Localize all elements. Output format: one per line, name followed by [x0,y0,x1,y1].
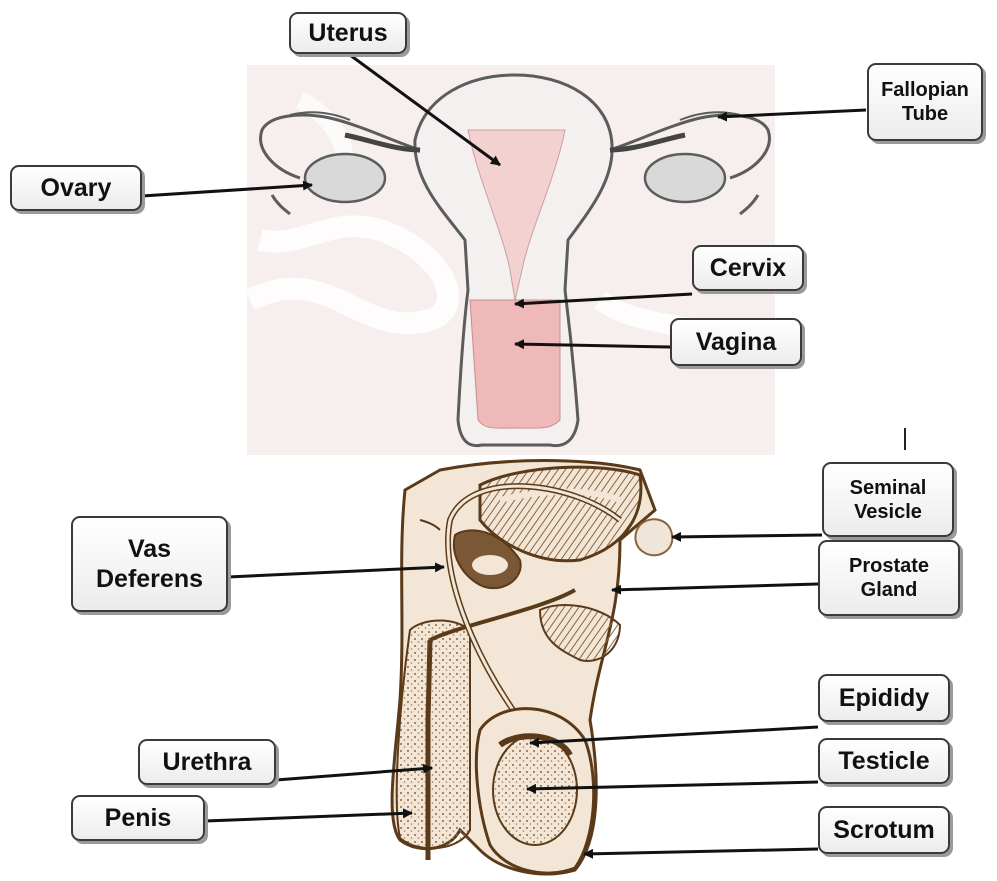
label-scrotum: Scrotum [818,806,950,854]
urethra-tube [428,640,430,860]
seminal-vesicle-shape [635,519,672,555]
label-fallopian-tube: Fallopian Tube [867,63,983,141]
label-seminal-vesicle: Seminal Vesicle [822,462,954,537]
arrow-prostate-gland [612,584,818,590]
label-penis: Penis [71,795,205,841]
label-urethra: Urethra [138,739,276,785]
label-epididy: Epididy [818,674,950,722]
arrow-seminal-vesicle [672,535,822,537]
right-ovary [645,154,725,202]
label-ovary: Ovary [10,165,142,211]
arrow-scrotum [584,849,818,854]
label-vas-deferens: Vas Deferens [71,516,228,612]
male-reproductive-illustration [392,461,672,874]
label-uterus: Uterus [289,12,407,54]
arrow-penis [205,813,412,821]
left-ovary [305,154,385,202]
label-cervix: Cervix [692,245,804,291]
label-vagina: Vagina [670,318,802,366]
label-testicle: Testicle [818,738,950,784]
vagina-canal [470,300,560,428]
label-prostate-gland: Prostate Gland [818,540,960,616]
